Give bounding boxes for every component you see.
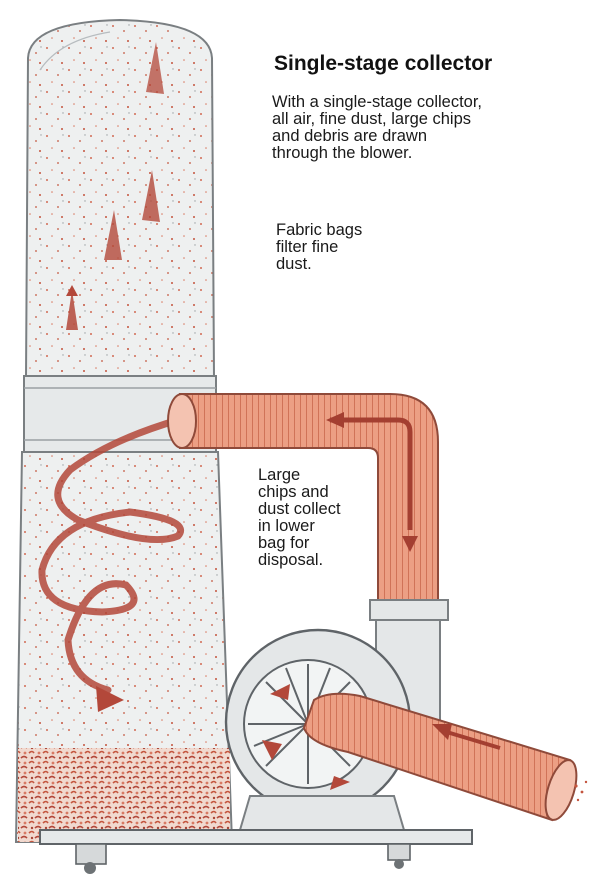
large-chips-callout: Large chips and dust collect in lower ba… — [258, 467, 341, 569]
intro-callout: With a single-stage collector, all air, … — [272, 94, 482, 162]
inlet-collar — [370, 600, 448, 620]
chips-line-4: in lower — [258, 518, 341, 535]
fabric-bags-callout: Fabric bags filter fine dust. — [276, 222, 362, 273]
intro-line-3: and debris are drawn — [272, 128, 482, 145]
fabric-line-1: Fabric bags — [276, 222, 362, 239]
intro-line-1: With a single-stage collector, — [272, 94, 482, 111]
intro-line-2: all air, fine dust, large chips — [272, 111, 482, 128]
chips-line-1: Large — [258, 467, 341, 484]
upper-fabric-bag — [26, 20, 214, 378]
diagram-title: Single-stage collector — [274, 52, 492, 76]
chips-line-2: chips and — [258, 484, 341, 501]
fabric-line-2: filter fine — [276, 239, 362, 256]
intro-line-4: through the blower. — [272, 145, 482, 162]
fabric-line-3: dust. — [276, 256, 362, 273]
chips-line-3: dust collect — [258, 501, 341, 518]
chips-line-5: bag for — [258, 535, 341, 552]
chips-line-6: disposal. — [258, 552, 341, 569]
